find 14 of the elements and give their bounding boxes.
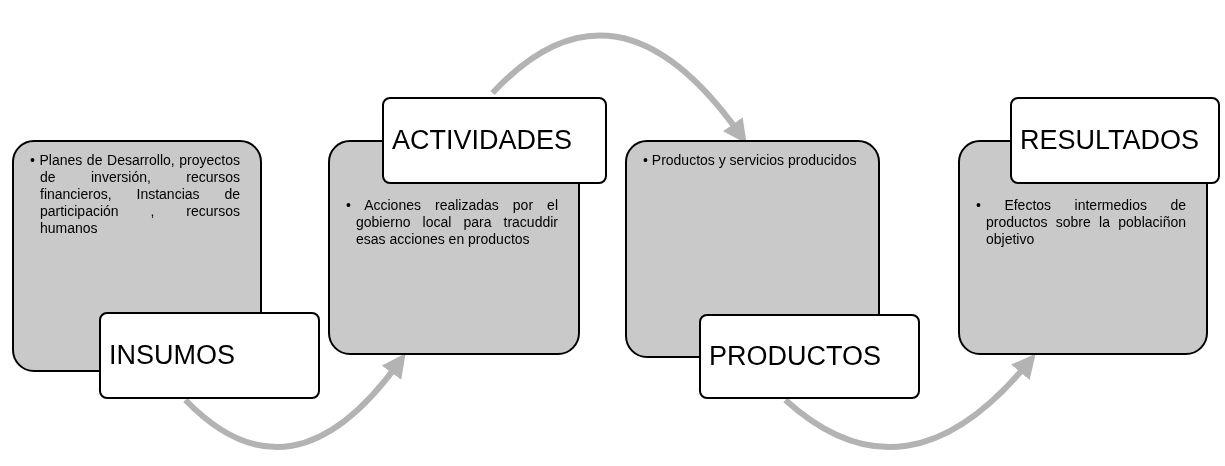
curved-arrow bbox=[183, 353, 406, 450]
bullet-text: • Planes de Desarrollo, proyectos de inversión, recursos financieros, Instancias de participación , recursos humanos bbox=[30, 152, 240, 237]
stage-label-box bbox=[99, 312, 320, 399]
bullet-text: • Efectos intermedios de productos sobre la poblaciñon objetivo bbox=[976, 197, 1186, 248]
stage-title: INSUMOS bbox=[109, 342, 235, 369]
stage-title: PRODUCTOS bbox=[709, 343, 882, 370]
stage-title: ACTIVIDADES bbox=[392, 127, 573, 154]
stage-label-box bbox=[382, 97, 607, 184]
curved-arrow bbox=[783, 354, 1036, 451]
bullet-text: • Productos y servicios producidos bbox=[643, 152, 858, 169]
stage-label-box bbox=[1010, 97, 1220, 184]
stage-label-box bbox=[699, 314, 920, 399]
bullet-text: • Acciones realizadas por el gobierno local para tracuddir esas acciones en productos bbox=[346, 197, 558, 248]
stage-title: RESULTADOS bbox=[1020, 127, 1200, 154]
